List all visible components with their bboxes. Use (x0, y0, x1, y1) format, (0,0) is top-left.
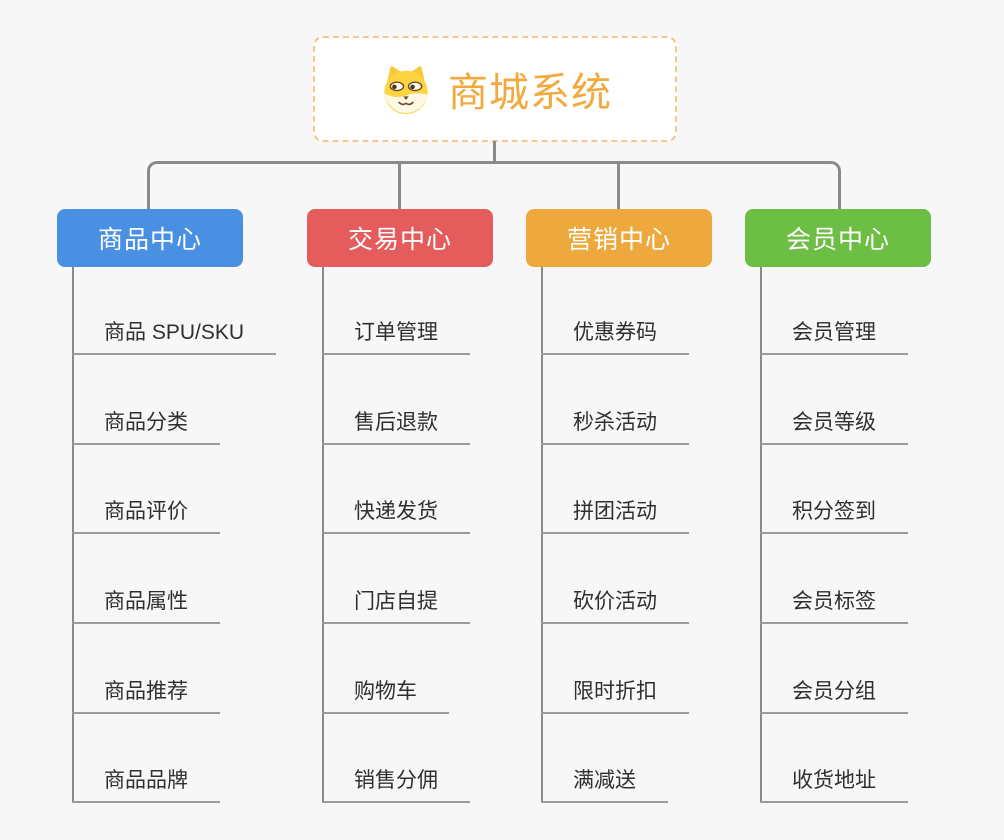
subtopic[interactable]: 商品属性 (72, 589, 220, 624)
branch-trunk-line (541, 267, 543, 803)
drop-connector-trade (398, 164, 401, 209)
subtopic[interactable]: 商品评价 (72, 499, 220, 534)
subtopic[interactable]: 收货地址 (760, 768, 908, 803)
branch-trunk-line (760, 267, 762, 803)
subtopic[interactable]: 会员等级 (760, 410, 908, 445)
branch-topic-marketing-center[interactable]: 营销中心 (526, 209, 712, 267)
subtopic[interactable]: 商品推荐 (72, 679, 220, 714)
branch-topic-member-center[interactable]: 会员中心 (745, 209, 931, 267)
subtopic[interactable]: 限时折扣 (541, 679, 689, 714)
subtopic[interactable]: 销售分佣 (322, 768, 470, 803)
subtopic[interactable]: 会员分组 (760, 679, 908, 714)
subtopic[interactable]: 会员标签 (760, 589, 908, 624)
dog-face-icon (378, 63, 434, 115)
subtopic[interactable]: 购物车 (322, 679, 449, 714)
subtopic[interactable]: 拼团活动 (541, 499, 689, 534)
root-topic[interactable]: 商城系统 (313, 36, 677, 142)
subtopic[interactable]: 商品 SPU/SKU (72, 320, 277, 355)
branch-bus-connector (147, 161, 841, 209)
branch-trunk-line (322, 267, 324, 803)
subtopic[interactable]: 秒杀活动 (541, 410, 689, 445)
subtopic[interactable]: 售后退款 (322, 410, 470, 445)
branch-trunk-line (72, 267, 74, 803)
branch-topic-product-center[interactable]: 商品中心 (57, 209, 243, 267)
subtopic[interactable]: 商品品牌 (72, 768, 220, 803)
drop-connector-marketing (617, 164, 620, 209)
subtopic[interactable]: 订单管理 (322, 320, 470, 355)
subtopic[interactable]: 门店自提 (322, 589, 470, 624)
subtopic[interactable]: 会员管理 (760, 320, 908, 355)
subtopic[interactable]: 满减送 (541, 768, 668, 803)
subtopic[interactable]: 砍价活动 (541, 589, 689, 624)
subtopic[interactable]: 商品分类 (72, 410, 220, 445)
subtopic[interactable]: 优惠券码 (541, 320, 689, 355)
root-stem-connector (493, 141, 496, 162)
subtopic[interactable]: 积分签到 (760, 499, 908, 534)
root-topic-title: 商城系统 (448, 71, 612, 115)
branch-topic-trade-center[interactable]: 交易中心 (307, 209, 493, 267)
subtopic[interactable]: 快递发货 (322, 499, 470, 534)
